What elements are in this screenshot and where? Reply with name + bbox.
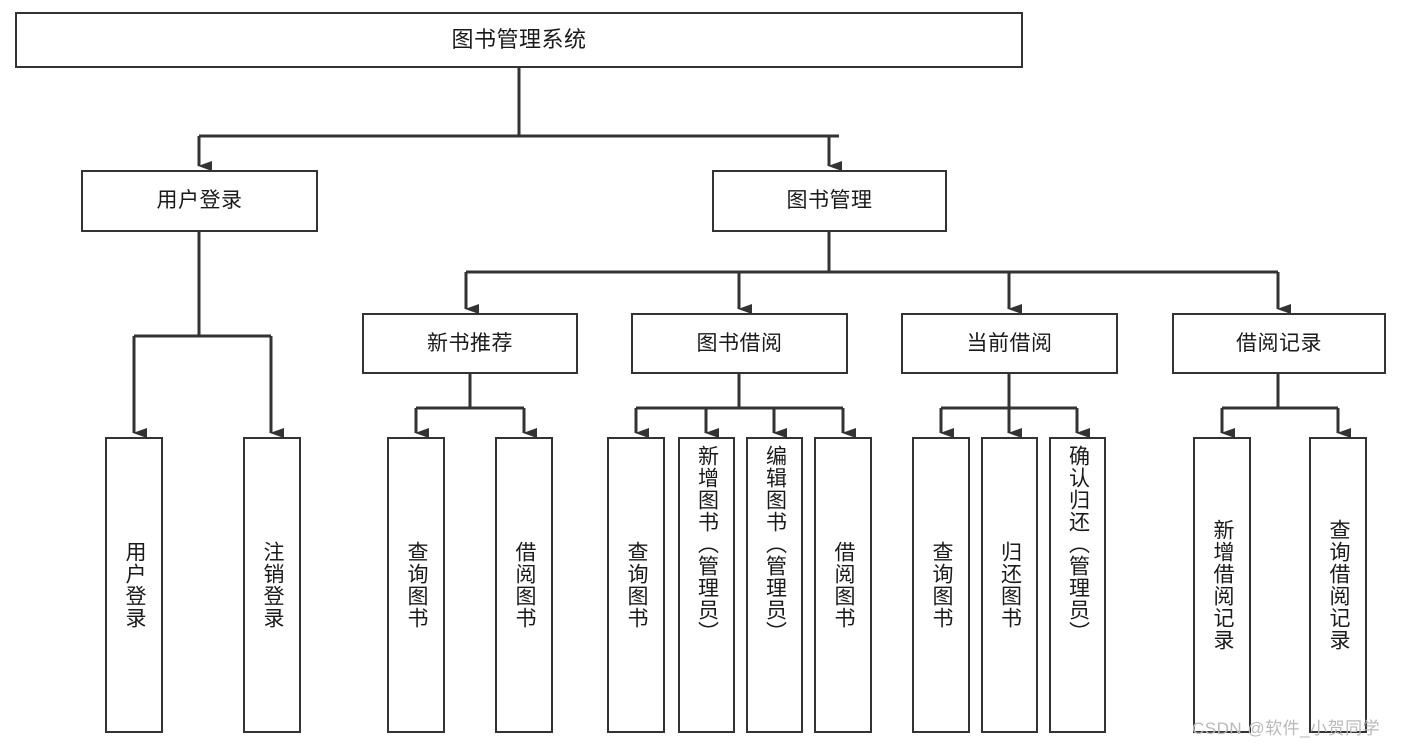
node-label: 当前借阅 bbox=[966, 331, 1053, 355]
node-label: 新增图书（管理员） bbox=[695, 445, 719, 643]
node-label: 归还图书 bbox=[998, 541, 1022, 629]
node-root-system[interactable]: 图书管理系统 bbox=[15, 12, 1023, 68]
csdn-watermark: CSDN @软件_小贺同学 bbox=[1192, 719, 1381, 738]
node-label: 新增借阅记录 bbox=[1211, 519, 1235, 651]
node-current-borrow[interactable]: 当前借阅 bbox=[901, 313, 1118, 374]
node-new-book-recommend[interactable]: 新书推荐 bbox=[362, 313, 578, 374]
node-label: 查询图书 bbox=[625, 541, 649, 629]
node-leaf-logout-login[interactable]: 注销登录 bbox=[243, 437, 301, 733]
node-leaf-borrow-book-1[interactable]: 借阅图书 bbox=[495, 437, 553, 733]
node-label: 图书管理系统 bbox=[451, 26, 587, 52]
node-label: 新书推荐 bbox=[427, 331, 513, 355]
node-book-management[interactable]: 图书管理 bbox=[712, 170, 947, 232]
node-label: 图书管理 bbox=[786, 189, 873, 213]
node-label: 注销登录 bbox=[261, 541, 285, 629]
node-user-login[interactable]: 用户登录 bbox=[81, 170, 318, 232]
node-label: 确认归还（管理员） bbox=[1066, 445, 1090, 643]
node-leaf-query-book-1[interactable]: 查询图书 bbox=[387, 437, 445, 733]
node-label: 借阅记录 bbox=[1236, 331, 1322, 355]
node-borrow-record[interactable]: 借阅记录 bbox=[1172, 313, 1386, 374]
node-label: 查询图书 bbox=[405, 541, 429, 629]
node-leaf-add-record[interactable]: 新增借阅记录 bbox=[1193, 437, 1251, 733]
node-leaf-confirm-return[interactable]: 确认归还（管理员） bbox=[1049, 437, 1106, 733]
node-label: 查询图书 bbox=[930, 541, 954, 629]
node-label: 图书借阅 bbox=[696, 331, 783, 355]
node-label: 用户登录 bbox=[123, 541, 147, 629]
node-leaf-borrow-book-2[interactable]: 借阅图书 bbox=[814, 437, 872, 733]
node-label: 查询借阅记录 bbox=[1327, 519, 1351, 651]
node-book-borrow[interactable]: 图书借阅 bbox=[631, 313, 848, 374]
node-leaf-user-login[interactable]: 用户登录 bbox=[105, 437, 163, 733]
node-leaf-edit-book[interactable]: 编辑图书（管理员） bbox=[746, 437, 803, 733]
node-leaf-query-book-3[interactable]: 查询图书 bbox=[912, 437, 970, 733]
node-label: 编辑图书（管理员） bbox=[763, 445, 787, 643]
node-label: 借阅图书 bbox=[832, 541, 856, 629]
node-leaf-add-book[interactable]: 新增图书（管理员） bbox=[678, 437, 735, 733]
node-leaf-return-book[interactable]: 归还图书 bbox=[981, 437, 1038, 733]
node-leaf-query-record[interactable]: 查询借阅记录 bbox=[1309, 437, 1367, 733]
node-label: 用户登录 bbox=[156, 189, 243, 213]
node-leaf-query-book-2[interactable]: 查询图书 bbox=[607, 437, 665, 733]
node-label: 借阅图书 bbox=[513, 541, 537, 629]
